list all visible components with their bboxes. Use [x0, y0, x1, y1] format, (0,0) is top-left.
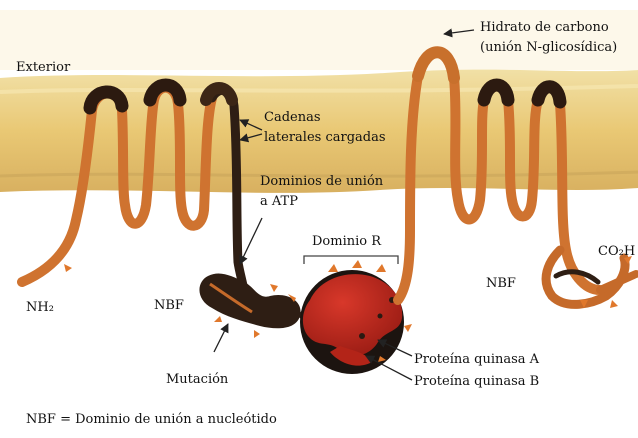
label-nbf-left: NBF: [154, 298, 184, 314]
legend-nbf: NBF = Dominio de unión a nucleótido: [26, 412, 277, 428]
label-co2h: CO₂H: [598, 244, 635, 260]
label-nh2: NH₂: [26, 300, 54, 316]
label-charged-chains-line1: Cadenas: [264, 110, 321, 126]
label-protein-kinase-a: Proteína quinasa A: [414, 352, 539, 368]
r-domain-sphere: [300, 270, 404, 374]
label-r-domain: Dominio R: [312, 234, 381, 250]
label-atp-domains-line2: a ATP: [260, 194, 298, 210]
label-protein-kinase-b: Proteína quinasa B: [414, 374, 539, 390]
label-carbohydrate-line1: Hidrato de carbono: [480, 20, 609, 36]
label-nbf-right: NBF: [486, 276, 516, 292]
label-atp-domains-line1: Dominios de unión: [260, 174, 383, 190]
label-mutation: Mutación: [166, 372, 228, 388]
label-charged-chains-line2: laterales cargadas: [264, 130, 386, 146]
label-carbohydrate-line2: (unión N-glicosídica): [480, 40, 617, 56]
label-exterior: Exterior: [16, 60, 70, 76]
